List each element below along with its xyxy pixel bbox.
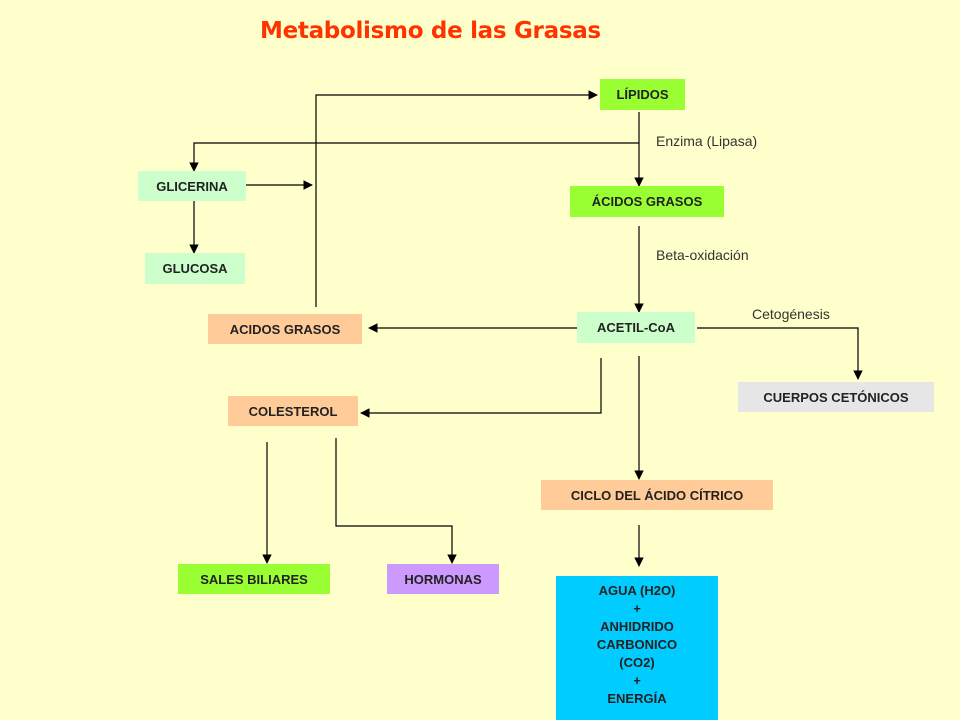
final-line-anhidrido: ANHIDRIDO (600, 619, 674, 634)
node-acetil-coa: ACETIL-CoA (577, 312, 695, 343)
edge-lipidos-glicerina (189, 142, 639, 172)
node-ciclo-acido-citrico: CICLO DEL ÁCIDO CÍTRICO (541, 480, 773, 510)
node-glicerina: GLICERINA (138, 171, 246, 201)
diagram-title: Metabolismo de las Grasas (260, 18, 601, 44)
final-line-plus-1: + (633, 601, 641, 616)
node-acidos-grasos: ÁCIDOS GRASOS (570, 186, 724, 217)
node-glucosa: GLUCOSA (145, 253, 245, 284)
edge-acidos-grasos-lipidos (315, 90, 598, 307)
node-acidos-grasos-2: ACIDOS GRASOS (208, 314, 362, 344)
label-beta-oxidacion: Beta-oxidación (656, 247, 749, 263)
final-line-agua: AGUA (H2O) (598, 583, 676, 598)
label-enzima: Enzima (Lipasa) (656, 133, 758, 149)
final-line-co2: (CO2) (619, 655, 655, 670)
node-lipidos: LÍPIDOS (600, 79, 685, 110)
edge-acetil-colesterol (360, 358, 602, 418)
edge-acetil-cuerpos (697, 327, 863, 380)
node-hormonas: HORMONAS (387, 564, 499, 594)
label-cetogenesis: Cetogénesis (752, 306, 830, 322)
final-line-carbonico: CARBONICO (596, 637, 678, 652)
node-colesterol: COLESTEROL (228, 396, 358, 426)
node-sales-biliares: SALES BILIARES (178, 564, 330, 594)
node-cuerpos-cetonicos: CUERPOS CETÓNICOS (738, 382, 934, 412)
edge-colesterol-hormonas (335, 438, 457, 564)
final-line-plus-2: + (633, 673, 641, 688)
node-final-products: AGUA (H2O) + ANHIDRIDO CARBONICO (CO2) +… (556, 576, 718, 720)
final-line-energia: ENERGÍA (607, 691, 667, 706)
